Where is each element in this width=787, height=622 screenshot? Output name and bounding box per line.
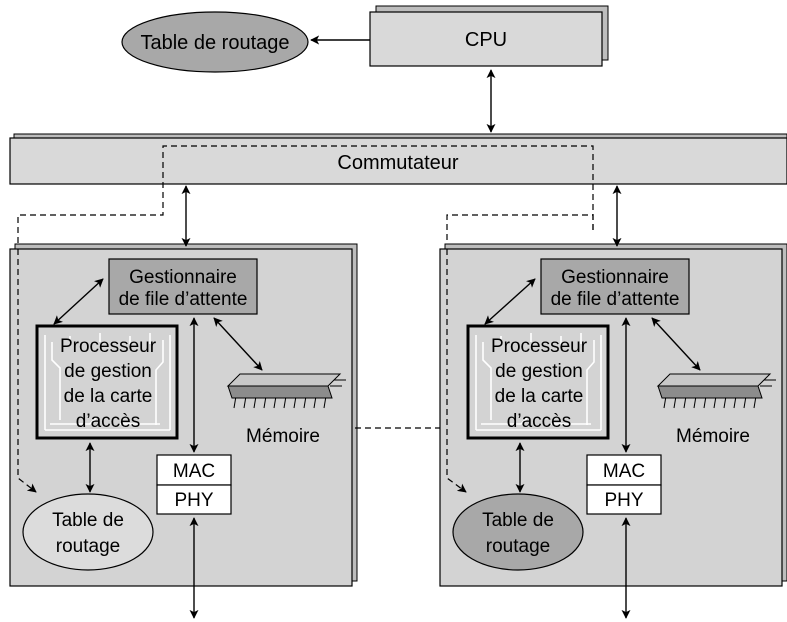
card-2-processor-line-4: d’accès (507, 411, 571, 432)
card-2-routing-table-line-2: routage (486, 536, 550, 557)
card-1-processor-line-3: de la carte (64, 386, 153, 407)
cpu-label: CPU (465, 29, 507, 51)
switch-bar (9, 137, 787, 185)
card-1-qm-processor-arrow (53, 278, 104, 325)
card-1-memory-label: Mémoire (246, 426, 320, 447)
access-card-1: Gestionnaire de file d’attente Processeu… (9, 185, 358, 619)
card-2-queue-manager-line-2: de file d’attente (551, 289, 680, 310)
switch-label: Commutateur (337, 152, 458, 174)
card-2-processor-line-2: de gestion (495, 361, 583, 382)
card-2-processor-line-1: Processeur (491, 336, 588, 357)
card-2-phy-box (586, 484, 662, 515)
central-routing-table (121, 11, 309, 73)
card-2-phy-label: PHY (604, 490, 643, 511)
card-2-qm-processor-arrow (484, 278, 536, 325)
card-1-circuit-traces (44, 333, 171, 431)
card-1-queue-manager (108, 258, 258, 315)
card-1-routing-table (22, 493, 154, 571)
card-1-mac-label: MAC (173, 461, 215, 482)
card-2-routing-table (452, 493, 584, 571)
card-1-processor-line-4: d’accès (76, 411, 140, 432)
card-2-queue-manager-line-1: Gestionnaire (561, 267, 669, 288)
card-2-memory-chip-icon (656, 373, 776, 409)
card-1-qm-memory-arrow (213, 317, 263, 371)
card-1-queue-manager-line-1: Gestionnaire (129, 267, 237, 288)
card-1-phy-box (156, 484, 232, 515)
card-2-mac-label: MAC (603, 461, 645, 482)
card-2-processor-line-3: de la carte (495, 386, 584, 407)
card-2-routing-table-line-1: Table de (482, 510, 554, 531)
card-2-memory-label: Mémoire (676, 426, 750, 447)
card-1-processor-line-1: Processeur (60, 336, 157, 357)
card-1-routing-table-line-2: routage (56, 536, 120, 557)
card-1-processor-line-2: de gestion (64, 361, 152, 382)
card-1-routing-table-line-1: Table de (52, 510, 124, 531)
card-1-phy-label: PHY (174, 490, 213, 511)
access-card-2: Gestionnaire de file d’attente Processeu… (439, 185, 787, 619)
card-2-mac-box (586, 454, 662, 486)
card-1-memory-chip-icon (226, 373, 346, 409)
card-2-queue-manager (540, 258, 690, 315)
cpu-box (369, 11, 603, 67)
central-routing-table-label: Table de routage (140, 32, 289, 54)
card-2-qm-memory-arrow (651, 317, 701, 371)
card-1-queue-manager-line-2: de file d’attente (119, 289, 248, 310)
card-2-circuit-traces (475, 333, 602, 431)
